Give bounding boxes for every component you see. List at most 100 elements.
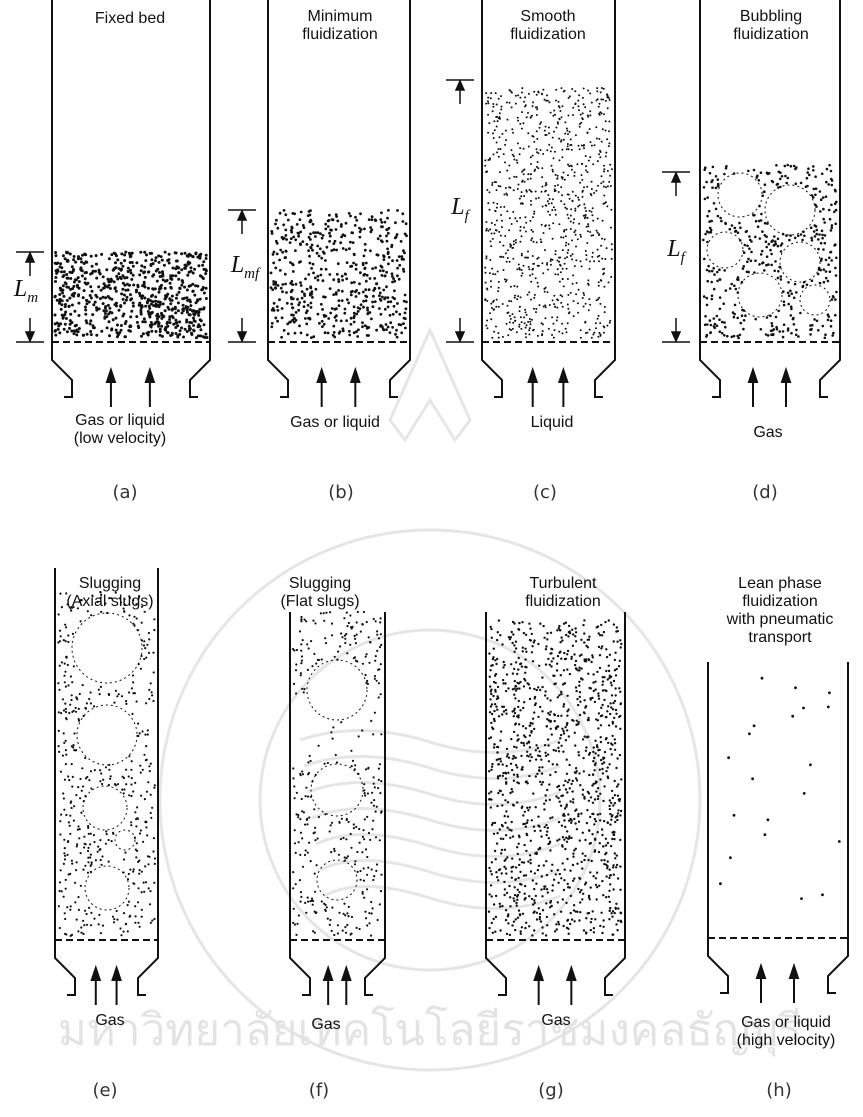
- panel-f-bubble-3: [317, 860, 357, 900]
- panel-e-particles: [57, 591, 156, 937]
- panel-d-flow-line-1: Gas: [738, 424, 798, 442]
- panel-e-arrowhead-1: [92, 968, 100, 980]
- panel-h-letter: (h): [754, 1082, 804, 1100]
- panel-d-letter: (d): [740, 484, 790, 502]
- panel-d-bubble-4: [780, 242, 820, 282]
- panel-b-flow-label: Gas or liquid: [255, 414, 415, 432]
- panel-d-particles: [702, 164, 838, 340]
- panel-f-title-line-2: (Flat slugs): [250, 593, 390, 611]
- panel-e-flow-line-1: Gas: [80, 1012, 140, 1030]
- panel-f-bubble-1: [307, 660, 367, 720]
- panel-d-title-line-2: fluidization: [696, 26, 846, 44]
- panel-c-flow-label: Liquid: [502, 414, 602, 432]
- panel-g-flow-label: Gas: [526, 1012, 586, 1030]
- panel-d-arrowhead-2: [782, 370, 790, 382]
- panel-f-flow-line-1: Gas: [296, 1016, 356, 1034]
- panel-f-title: Slugging (Flat slugs): [250, 575, 390, 611]
- panel-c-arrowhead-2: [559, 370, 567, 382]
- panel-f-letter: (f): [294, 1082, 344, 1100]
- panel-h-title-line-1: Lean phase: [700, 575, 860, 593]
- panel-h-title-line-2: fluidization: [700, 593, 860, 611]
- panel-h-arrowhead-1: [757, 966, 765, 978]
- panel-h-vessel: [708, 662, 848, 1003]
- panel-d-title: Bubbling fluidization: [696, 8, 846, 44]
- panel-g-title: Turbulent fluidization: [488, 575, 638, 611]
- panel-e-title-line-1: Slugging: [40, 575, 180, 593]
- panel-a-letter: (a): [100, 484, 150, 502]
- panel-b-flow-line-1: Gas or liquid: [255, 414, 415, 432]
- panel-h-title-line-3: with pneumatic: [700, 611, 860, 629]
- dimension-symbol: L: [231, 252, 244, 278]
- dimension-subscript: f: [681, 250, 685, 266]
- panel-a-vessel: [52, 0, 210, 407]
- panel-d-bubble-6: [800, 285, 830, 315]
- watermark-wave: [308, 782, 560, 804]
- dimension-subscript: m: [27, 290, 38, 306]
- panel-h-flow-line-2: (high velocity): [710, 1032, 862, 1050]
- panel-b-left-wall: [268, 0, 288, 397]
- panel-e-bubble-1: [72, 613, 142, 683]
- panel-a-flow-line-1: Gas or liquid: [40, 412, 200, 430]
- panel-f-title-line-1: Slugging: [250, 575, 390, 593]
- panel-b-arrowhead-2: [351, 370, 359, 382]
- panel-b-title-line-1: Minimum: [270, 8, 410, 26]
- panel-e-bubble-3: [83, 786, 127, 830]
- panel-d-arrowhead-1: [749, 370, 757, 382]
- panel-h-arrowhead-2: [790, 966, 798, 978]
- dimension-symbol: L: [667, 236, 680, 262]
- panel-a-title: Fixed bed: [60, 10, 200, 28]
- panel-f-arrowhead-1: [324, 968, 332, 980]
- panel-e-bubble-5: [85, 866, 129, 910]
- watermark-seal-lettering: มหาวิทยาลัยเทคโนโลยีราชมงคลธัญบุรี: [58, 1005, 802, 1057]
- panel-d-flow-label: Gas: [738, 424, 798, 442]
- panel-c-letter: (c): [520, 484, 570, 502]
- panel-e-bubble-2: [77, 705, 137, 765]
- panel-h-particles: [719, 677, 841, 900]
- panel-b-particles: [270, 209, 408, 339]
- panel-a-dimension: Lm: [4, 280, 48, 307]
- panel-f-bubble-2: [311, 764, 363, 816]
- panel-d-bubble-5: [738, 273, 782, 317]
- panel-d-bubble-3: [707, 232, 743, 268]
- panel-h-flow-line-1: Gas or liquid: [710, 1014, 862, 1032]
- panel-b-letter: (b): [316, 484, 366, 502]
- panel-a-title-line-1: Fixed bed: [60, 10, 200, 28]
- dimension-symbol: L: [14, 276, 27, 302]
- panel-a-flow-line-2: (low velocity): [40, 430, 200, 448]
- panel-b-arrowhead-1: [318, 370, 326, 382]
- panel-d-dimension: Lf: [656, 240, 696, 267]
- panel-f-right-wall: [365, 612, 385, 995]
- panel-e-vessel: [55, 568, 158, 1005]
- panel-c-particles: [484, 87, 613, 339]
- panel-f-flow-label: Gas: [296, 1016, 356, 1034]
- panel-b-title: Minimum fluidization: [270, 8, 410, 44]
- panel-d-title-line-1: Bubbling: [696, 8, 846, 26]
- panel-h-right-wall: [828, 662, 848, 993]
- panel-d-left-wall: [700, 0, 720, 397]
- panel-g-vessel: [486, 612, 625, 1005]
- panel-a-flow-label: Gas or liquid (low velocity): [40, 412, 200, 448]
- panel-c-title-line-1: Smooth: [478, 8, 618, 26]
- panel-g-arrowhead-1: [535, 968, 543, 980]
- dimension-symbol: L: [451, 194, 464, 220]
- panel-e-bubble-4: [115, 830, 135, 850]
- panel-c-title-line-2: fluidization: [478, 26, 618, 44]
- watermark-wave: [316, 834, 560, 856]
- panel-h-flow-label: Gas or liquid (high velocity): [710, 1014, 862, 1050]
- panel-c-title: Smooth fluidization: [478, 8, 618, 44]
- dimension-subscript: f: [465, 208, 469, 224]
- panel-d-bubble-1: [718, 173, 762, 217]
- panel-e-letter: (e): [80, 1082, 130, 1100]
- panel-a-left-wall: [52, 0, 72, 397]
- panel-a-arrowhead-2: [146, 370, 154, 382]
- panel-d-bubble-2: [765, 185, 815, 235]
- panel-e-flow-label: Gas: [80, 1012, 140, 1030]
- panel-d-vessel: [700, 0, 840, 407]
- panel-g-title-line-1: Turbulent: [488, 575, 638, 593]
- panel-e-title-line-2: (Axial slugs): [40, 593, 180, 611]
- panel-b-dimension: Lmf: [220, 256, 270, 283]
- panel-g-arrowhead-2: [567, 968, 575, 980]
- panel-h-title-line-4: transport: [700, 629, 860, 647]
